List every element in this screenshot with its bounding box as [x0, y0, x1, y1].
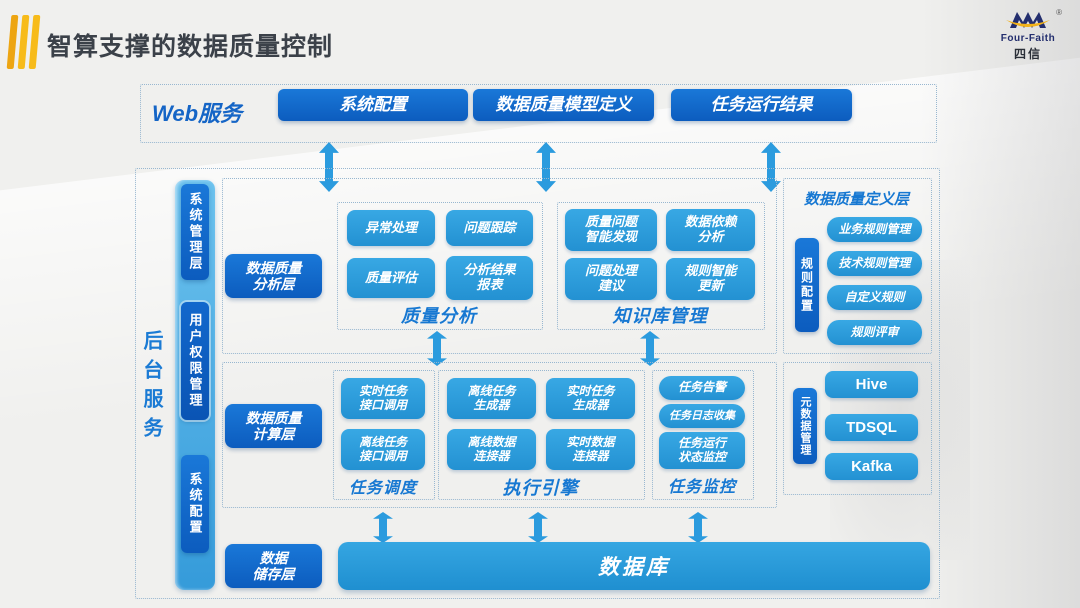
logo-m-icon [1006, 12, 1050, 28]
logo-brand-cn: 四信 [1013, 47, 1042, 61]
node-exception-handling: 异常处理 [347, 210, 435, 246]
knowledge-management-group [557, 202, 765, 330]
group-label-execution-engine: 执行引擎 [502, 478, 579, 498]
layer-compute-label: 数据质量 计算层 [225, 404, 322, 448]
sidebar-item-system-management: 系统管理层 [181, 184, 209, 280]
double-arrow-icon [373, 512, 393, 543]
node-smart-issue-discovery: 质量问题 智能发现 [565, 209, 657, 251]
web-button-model-definition: 数据质量模型定义 [473, 89, 654, 121]
node-task-status-monitor: 任务运行 状态监控 [659, 432, 745, 469]
node-offline-data-connector: 离线数据 连接器 [447, 429, 536, 470]
background-photo-shade [920, 0, 1080, 608]
web-button-system-config: 系统配置 [278, 89, 468, 121]
node-hive: Hive [825, 371, 918, 398]
node-rule-review: 规则评审 [827, 320, 922, 345]
task-monitor-group [652, 370, 754, 500]
node-technical-rule-management: 技术规则管理 [827, 251, 922, 276]
backend-services-label: 后台服务 [137, 330, 253, 451]
header-accent-bars [6, 15, 43, 71]
double-arrow-icon [319, 142, 339, 192]
task-schedule-group [333, 370, 435, 500]
web-button-task-results: 任务运行结果 [671, 89, 852, 121]
node-rule-smart-update: 规则智能 更新 [666, 258, 755, 300]
accent-bar-icon [17, 15, 30, 69]
backend-panel [135, 168, 940, 599]
node-custom-rule: 自定义规则 [827, 285, 922, 310]
web-services-panel [140, 84, 937, 143]
group-label-task-schedule: 任务调度 [348, 480, 417, 497]
definition-panel-title: 数据质量定义层 [803, 191, 909, 208]
page-title: 智算支撑的数据质量控制 [47, 33, 334, 61]
background-blob [830, 260, 970, 560]
execution-engine-group [438, 370, 645, 500]
metadata-pill: 元数据管理 [793, 388, 817, 464]
database-bar: 数据库 [338, 542, 930, 590]
layer-storage-label: 数据 储存层 [225, 544, 322, 588]
double-arrow-icon [427, 331, 447, 366]
node-analysis-report: 分析结果 报表 [446, 256, 533, 300]
definition-panel [783, 178, 932, 354]
rule-config-pill: 规则配置 [795, 238, 819, 332]
double-arrow-icon [640, 331, 660, 366]
node-data-dependency-analysis: 数据依赖 分析 [666, 209, 755, 251]
node-tdsql: TDSQL [825, 414, 918, 441]
group-label-quality-analysis: 质量分析 [401, 306, 477, 326]
node-issue-tracking: 问题跟踪 [446, 210, 533, 246]
double-arrow-icon [761, 142, 781, 192]
quality-analysis-group [337, 202, 543, 330]
double-arrow-icon [688, 512, 708, 543]
node-realtime-api-call: 实时任务 接口调用 [341, 378, 425, 419]
analysis-row-panel [222, 178, 777, 354]
node-realtime-task-generator: 实时任务 生成器 [546, 378, 635, 419]
accent-bar-icon [28, 15, 41, 69]
double-arrow-icon [536, 142, 556, 192]
node-task-alert: 任务告警 [659, 376, 745, 400]
node-realtime-data-connector: 实时数据 连接器 [546, 429, 635, 470]
node-task-log-collection: 任务日志收集 [659, 404, 745, 428]
node-offline-task-generator: 离线任务 生成器 [447, 378, 536, 419]
group-label-task-monitor: 任务监控 [667, 479, 736, 496]
node-issue-handling-suggestion: 问题处理 建议 [565, 258, 657, 300]
compute-row-panel [222, 362, 777, 508]
backend-services-label-text: 后台服务 [140, 330, 162, 446]
group-label-knowledge-management: 知识库管理 [612, 306, 708, 326]
logo-brand-en: Four-Faith [1000, 33, 1056, 44]
sidebar-item-user-permission: 用户权限管理 [181, 302, 209, 420]
metadata-panel [783, 362, 932, 495]
accent-bar-icon [6, 15, 19, 69]
node-kafka: Kafka [825, 453, 918, 480]
registered-mark: ® [1056, 8, 1062, 17]
sidebar-item-system-config: 系统配置 [181, 455, 209, 553]
web-services-label: Web服务 [152, 101, 243, 126]
node-business-rule-management: 业务规则管理 [827, 217, 922, 242]
layer-analysis-label: 数据质量 分析层 [225, 254, 322, 298]
company-logo: ® Four-Faith 四信 [988, 8, 1068, 62]
node-offline-api-call: 离线任务 接口调用 [341, 429, 425, 470]
double-arrow-icon [528, 512, 548, 543]
node-quality-evaluation: 质量评估 [347, 258, 435, 298]
